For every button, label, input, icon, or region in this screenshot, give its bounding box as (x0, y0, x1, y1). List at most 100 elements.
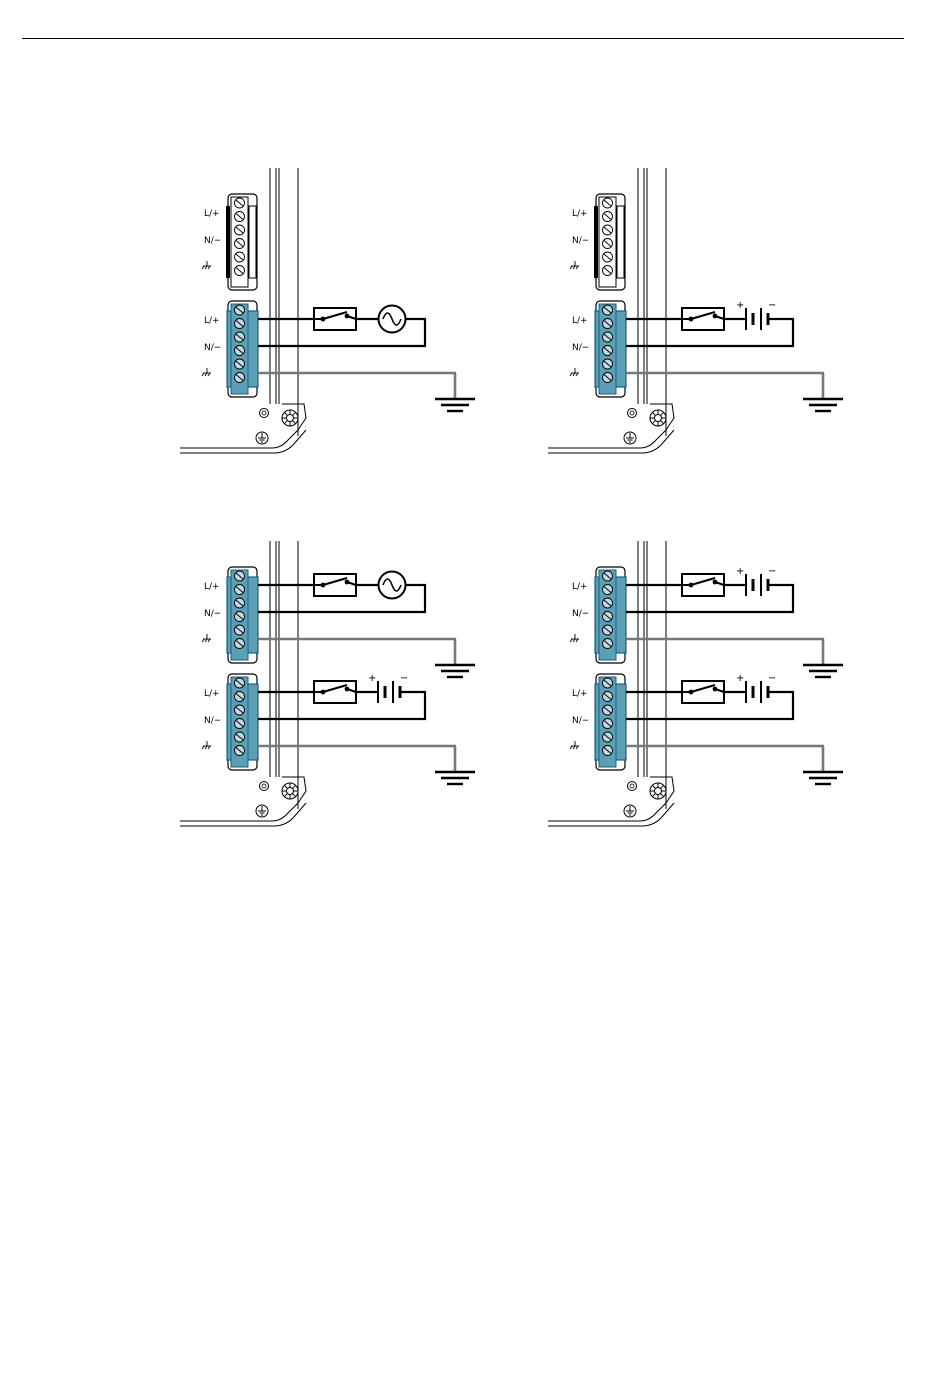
wiring-diagram-b: L/+N/−L/+N/−+− (548, 168, 848, 460)
circuit-2: +− (626, 300, 843, 411)
terminal-label-live: L/+ (204, 689, 220, 699)
ground-hatch (576, 373, 578, 376)
battery-plus-label: + (736, 566, 744, 577)
terminal-label-live: L/+ (204, 582, 220, 592)
protective-earth-icon (256, 432, 268, 444)
ring-icon-inner (262, 784, 266, 788)
ground-hatch (208, 266, 210, 269)
ground-hatch (205, 639, 207, 642)
terminal-block-1: L/+ N/− (202, 194, 257, 290)
terminal-label-live: L/+ (204, 316, 220, 326)
battery-minus-label: − (768, 673, 776, 684)
ground-hatch (208, 746, 210, 749)
ground-hatch (573, 266, 575, 269)
terminal-side-bar (594, 206, 598, 278)
ground-hatch (570, 746, 572, 749)
terminal-block-2: L/+ N/− (570, 301, 626, 397)
terminal-label-neutral: N/− (204, 236, 221, 246)
ground-terminal-icon (570, 634, 579, 642)
ring-icon-inner (630, 411, 634, 415)
terminal-label-neutral: N/− (572, 343, 589, 353)
terminal-label-neutral: N/− (204, 343, 221, 353)
ground-hatch (202, 639, 204, 642)
ground-hatch (202, 746, 204, 749)
terminal-side-bar (226, 206, 230, 278)
wiring-diagram-a: L/+ N/− L/+ N/− (180, 168, 480, 460)
earth-ground-icon (803, 772, 843, 784)
ground-terminal-icon (570, 741, 579, 749)
earth-ground-icon (435, 665, 475, 677)
terminal-label-neutral: N/− (572, 236, 589, 246)
battery-minus-label: − (768, 300, 776, 311)
wiring-diagram-c-svg: L/+ N/− L/+ N/− +− (180, 541, 480, 833)
ground-hatch (570, 266, 572, 269)
ground-hatch (208, 639, 210, 642)
ground-terminal-icon (202, 261, 211, 269)
ground-hatch (573, 746, 575, 749)
circuit-1: +− (626, 566, 843, 677)
terminal-block-2: L/+N/− (570, 674, 626, 770)
battery-icon: +− (736, 300, 776, 330)
terminal-block-2: L/+ N/− (202, 674, 258, 770)
ground-terminal-icon (570, 368, 579, 376)
ground-hatch (205, 266, 207, 269)
circuit-2: +− (258, 673, 475, 784)
terminal-label-live: L/+ (572, 316, 588, 326)
wiring-diagram-c: L/+ N/− L/+ N/− +− (180, 541, 480, 833)
ground-hatch (570, 639, 572, 642)
terminal-block-2: L/+ N/− (202, 301, 258, 397)
ground-hatch (573, 639, 575, 642)
earth-ground-icon (435, 772, 475, 784)
ground-hatch (202, 373, 204, 376)
terminal-block-1: L/+ N/− (202, 567, 258, 663)
protective-earth-icon (624, 432, 636, 444)
enclosure-corner (548, 803, 666, 821)
switch-icon (682, 308, 724, 330)
switch-icon (682, 574, 724, 596)
switch-icon (314, 681, 356, 703)
ground-hatch (573, 373, 575, 376)
top-rule (22, 38, 904, 39)
wiring-diagram-b-svg: L/+N/−L/+N/−+− (548, 168, 848, 460)
terminal-block-1: L/+N/− (570, 194, 625, 290)
earth-ground-icon (803, 665, 843, 677)
ground-hatch (202, 266, 204, 269)
terminal-label-live: L/+ (204, 209, 220, 219)
ground-hatch (576, 266, 578, 269)
wiring-diagram-a-svg: L/+ N/− L/+ N/− (180, 168, 480, 460)
ground-hatch (576, 639, 578, 642)
ground-hatch (208, 373, 210, 376)
switch-icon (314, 308, 356, 330)
earth-ground-icon (435, 399, 475, 411)
terminal-label-neutral: N/− (204, 716, 221, 726)
battery-icon: +− (736, 673, 776, 703)
wiring-diagram-d-svg: L/+N/−+−L/+N/−+− (548, 541, 848, 833)
protective-earth-icon (624, 805, 636, 817)
ground-terminal-icon (202, 741, 211, 749)
circuit-2: +− (626, 673, 843, 784)
battery-plus-label: + (736, 673, 744, 684)
battery-minus-label: − (768, 566, 776, 577)
ground-hatch (576, 746, 578, 749)
terminal-block-1: L/+N/− (570, 567, 626, 663)
ring-icon (628, 782, 637, 791)
earth-ground-icon (803, 399, 843, 411)
terminal-plug-face (249, 206, 256, 278)
terminal-plug-face (617, 206, 624, 278)
ground-hatch (205, 373, 207, 376)
ring-icon (260, 409, 269, 418)
battery-icon: +− (736, 566, 776, 596)
terminal-label-neutral: N/− (204, 609, 221, 619)
terminal-label-neutral: N/− (572, 716, 589, 726)
protective-earth-icon (256, 805, 268, 817)
enclosure-corner (548, 430, 666, 448)
ac-source-icon (379, 572, 406, 599)
battery-plus-label: + (736, 300, 744, 311)
circuit-2 (258, 306, 475, 412)
switch-icon (314, 574, 356, 596)
terminal-label-neutral: N/− (572, 609, 589, 619)
ring-icon-inner (630, 784, 634, 788)
enclosure-corner (180, 430, 298, 448)
ground-terminal-icon (570, 261, 579, 269)
ground-terminal-icon (202, 634, 211, 642)
